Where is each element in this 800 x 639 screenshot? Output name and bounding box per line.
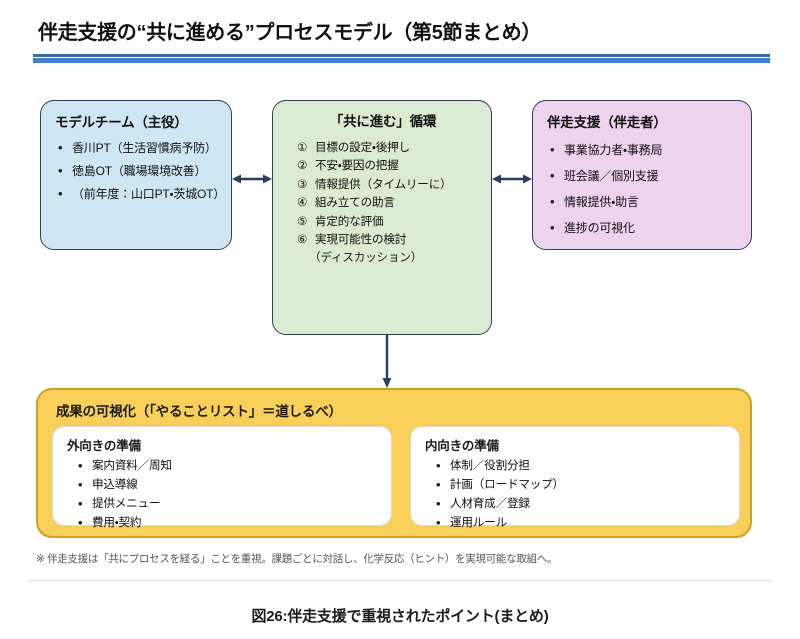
figure-title: 伴走支援の“共に進める”プロセスモデル（第5節まとめ）	[38, 22, 542, 44]
box-outcome: 成果の可視化（「やることリスト」＝道しるべ） 外向きの準備 案内資料／周知 申込…	[36, 388, 752, 538]
box-cycle-list: ① 目標の設定・後押し ② 不安・要因の把握 ③ 情報提供（タイムリーに） ④ 組み立て…	[283, 139, 483, 248]
list-item: 提供メニュー	[75, 495, 391, 513]
title-rule	[33, 54, 770, 63]
list-item: 進捗の可視化	[547, 219, 741, 237]
list-item: ⑤ 肯定的な評価	[297, 213, 483, 230]
list-number: ②	[297, 159, 308, 173]
box-model-team: モデルチーム（主役） 香川PT（生活習慣病予防） 徳島OT（職場環境改善） （前…	[40, 100, 232, 250]
box-cycle: 「共に進む」循環 ① 目標の設定・後押し ② 不安・要因の把握 ③ 情報提供（タイムリ…	[272, 100, 492, 335]
list-item: 案内資料／周知	[75, 457, 391, 475]
double-arrow-icon-left-center	[232, 172, 272, 186]
list-item: 香川PT（生活習慣病予防）	[55, 139, 221, 157]
list-number: ③	[297, 177, 308, 191]
box-support: 伴走支援（伴走者） 事業協力者・事務局 班会議／個別支援 情報提供・助言 進捗の…	[532, 100, 752, 250]
list-item-label: 実現可能性の検討	[315, 232, 407, 246]
list-item: 費用・契約	[75, 514, 391, 532]
rule-bar-dark	[33, 54, 770, 57]
list-item: 情報提供・助言	[547, 193, 741, 211]
box-cycle-subline: （ディスカッション）	[309, 251, 423, 265]
box-outcome-title: 成果の可視化（「やることリスト」＝道しるべ）	[56, 404, 342, 419]
list-item: ① 目標の設定・後押し	[297, 139, 483, 156]
box-support-list: 事業協力者・事務局 班会議／個別支援 情報提供・助言 進捗の可視化	[547, 141, 741, 238]
list-item: 運用ルール	[433, 514, 739, 532]
list-number: ①	[297, 141, 308, 154]
box-cycle-title: 「共に進む」循環	[329, 114, 437, 129]
list-item-label: 目標の設定・後押し	[315, 141, 410, 154]
list-item: 事業協力者・事務局	[547, 141, 741, 159]
list-item: ③ 情報提供（タイムリーに）	[297, 176, 483, 193]
card-outward-prep: 外向きの準備 案内資料／周知 申込導線 提供メニュー 費用・契約	[52, 426, 392, 532]
list-item: 人材育成／登録	[433, 495, 739, 513]
list-item: ④ 組み立ての助言	[297, 194, 483, 211]
card-inward-prep-list: 体制／役割分担 計画（ロードマップ） 人材育成／登録 運用ルール	[433, 457, 739, 532]
list-item: 体制／役割分担	[433, 457, 739, 475]
list-number: ④	[297, 196, 308, 210]
list-item-label: 肯定的な評価	[315, 214, 384, 228]
card-inward-prep: 内向きの準備 体制／役割分担 計画（ロードマップ） 人材育成／登録 運用ルール	[410, 426, 740, 532]
down-arrow-icon	[380, 335, 394, 388]
list-item: （前年度：山口PT・茨城OT）	[55, 185, 225, 203]
card-inward-prep-title: 内向きの準備	[425, 439, 499, 453]
list-item-label: 情報提供（タイムリーに）	[315, 177, 452, 191]
double-arrow-icon-center-right	[492, 172, 532, 186]
list-item: 申込導線	[75, 476, 391, 494]
list-item: 徳島OT（職場環境改善）	[55, 162, 221, 180]
list-item: ⑥ 実現可能性の検討	[297, 231, 483, 248]
box-model-team-list: 香川PT（生活習慣病予防） 徳島OT（職場環境改善） （前年度：山口PT・茨城O…	[55, 139, 225, 204]
list-item: ② 不安・要因の把握	[297, 157, 483, 174]
box-model-team-title: モデルチーム（主役）	[55, 115, 188, 130]
list-item: 計画（ロードマップ）	[433, 476, 739, 494]
box-support-title: 伴走支援（伴走者）	[547, 115, 667, 130]
rule-bar-light	[33, 58, 770, 63]
list-number: ⑥	[297, 232, 308, 246]
list-item-label: 組み立ての助言	[315, 196, 395, 210]
card-outward-prep-title: 外向きの準備	[67, 439, 141, 453]
figure-footnote: ※ 伴走支援は「共にプロセスを経る」ことを重視。課題ごとに対話し、化学反応（ヒン…	[36, 553, 558, 565]
list-number: ⑤	[297, 214, 308, 228]
figure-caption: 図26:伴走支援で重視されたポイント(まとめ)	[251, 608, 549, 625]
list-item-label: 不安・要因の把握	[315, 159, 399, 173]
card-outward-prep-list: 案内資料／周知 申込導線 提供メニュー 費用・契約	[75, 457, 391, 532]
caption-separator	[28, 580, 772, 581]
list-item: 班会議／個別支援	[547, 167, 741, 185]
